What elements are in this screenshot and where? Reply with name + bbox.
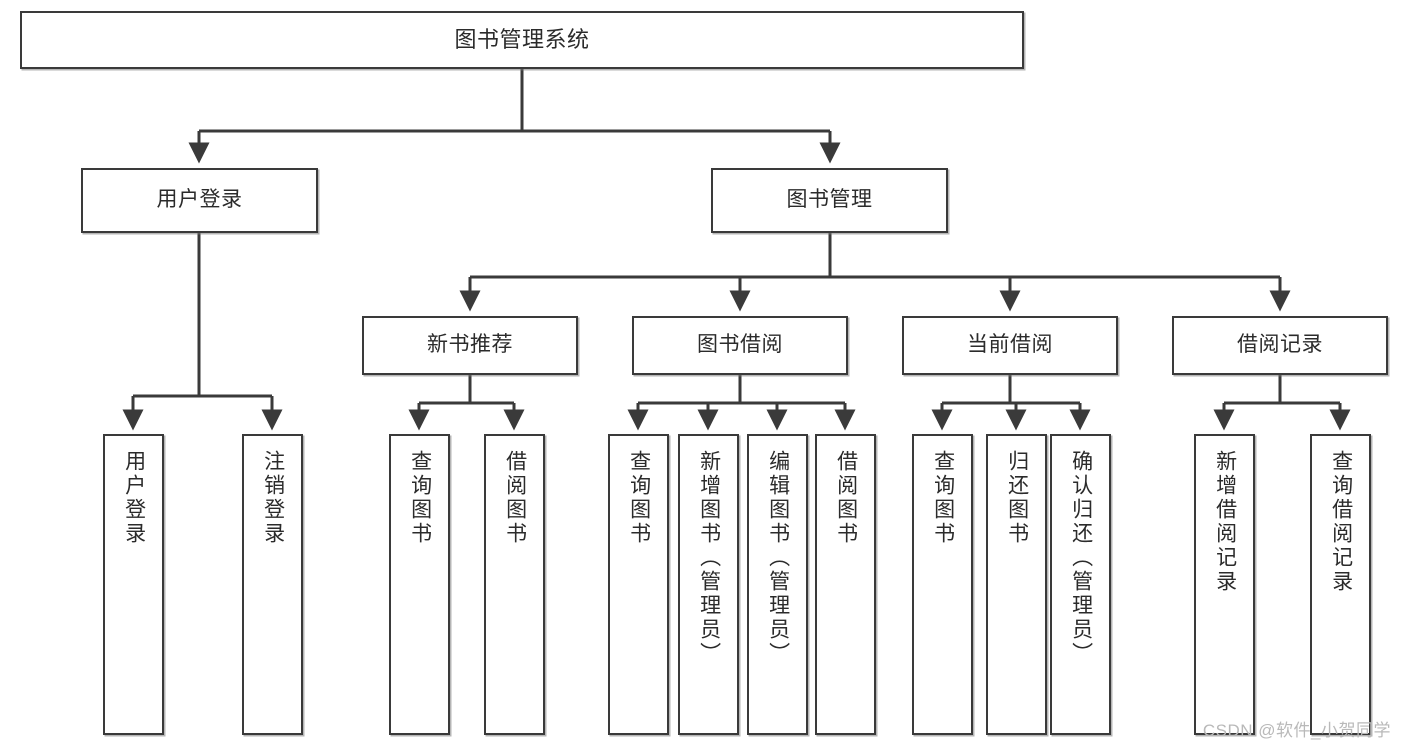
node-new-book-recommend[interactable]: 新书推荐 — [362, 316, 578, 375]
node-borrow-records[interactable]: 借阅记录 — [1172, 316, 1388, 375]
node-label: 图书借阅 — [697, 333, 783, 357]
node-label: 用户登录 — [156, 188, 243, 212]
node-label: 用户登录 — [122, 450, 146, 546]
node-label: 当前借阅 — [967, 333, 1053, 357]
node-leaf-add-book[interactable]: 新增图书（管理员） — [678, 434, 739, 735]
node-root[interactable]: 图书管理系统 — [20, 11, 1024, 69]
node-leaf-confirm-return[interactable]: 确认归还（管理员） — [1050, 434, 1111, 735]
node-label: 确认归还（管理员） — [1069, 450, 1093, 666]
node-leaf-query-book-borrow[interactable]: 查询图书 — [608, 434, 669, 735]
node-leaf-query-book-new[interactable]: 查询图书 — [389, 434, 450, 735]
node-leaf-borrow-book[interactable]: 借阅图书 — [815, 434, 876, 735]
node-book-management[interactable]: 图书管理 — [711, 168, 948, 233]
node-leaf-return-book[interactable]: 归还图书 — [986, 434, 1047, 735]
node-leaf-query-record[interactable]: 查询借阅记录 — [1310, 434, 1371, 735]
node-leaf-borrow-book-new[interactable]: 借阅图书 — [484, 434, 545, 735]
node-book-borrow[interactable]: 图书借阅 — [632, 316, 848, 375]
node-user-login[interactable]: 用户登录 — [81, 168, 318, 233]
node-label: 借阅记录 — [1237, 333, 1323, 357]
node-leaf-query-book-current[interactable]: 查询图书 — [912, 434, 973, 735]
node-label: 查询图书 — [627, 450, 651, 546]
node-label: 借阅图书 — [834, 450, 858, 546]
node-label: 借阅图书 — [503, 450, 527, 546]
node-label: 新增借阅记录 — [1213, 450, 1237, 594]
node-leaf-user-login[interactable]: 用户登录 — [103, 434, 164, 735]
node-current-borrow[interactable]: 当前借阅 — [902, 316, 1118, 375]
node-label: 新书推荐 — [427, 333, 513, 357]
node-label: 归还图书 — [1005, 450, 1029, 546]
node-label: 图书管理 — [786, 188, 873, 212]
node-leaf-add-record[interactable]: 新增借阅记录 — [1194, 434, 1255, 735]
node-label: 图书管理系统 — [454, 27, 590, 53]
node-leaf-logout[interactable]: 注销登录 — [242, 434, 303, 735]
node-label: 查询图书 — [931, 450, 955, 546]
node-label: 注销登录 — [261, 450, 285, 546]
node-label: 查询图书 — [408, 450, 432, 546]
node-leaf-edit-book[interactable]: 编辑图书（管理员） — [747, 434, 808, 735]
node-label: 新增图书（管理员） — [697, 450, 721, 666]
node-label: 编辑图书（管理员） — [766, 450, 790, 666]
node-label: 查询借阅记录 — [1329, 450, 1353, 594]
csdn-watermark: CSDN @软件_小贺同学 — [1202, 721, 1391, 740]
